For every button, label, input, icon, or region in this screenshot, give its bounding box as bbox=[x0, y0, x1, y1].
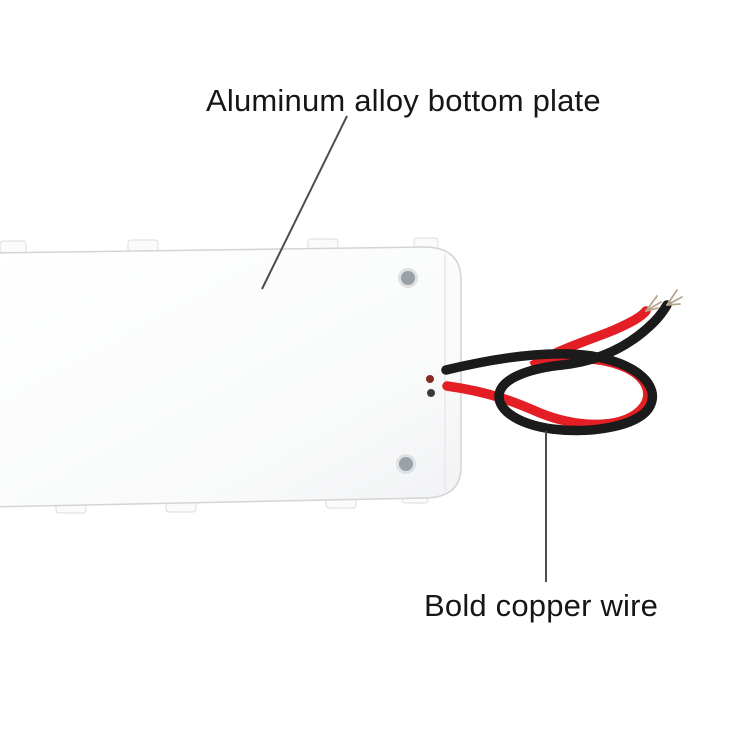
wire-label: Bold copper wire bbox=[424, 588, 659, 623]
wire-solder-points bbox=[426, 375, 435, 397]
bottom-plate bbox=[0, 246, 462, 508]
screw-hole-bottom bbox=[396, 454, 416, 474]
copper-strands bbox=[645, 289, 683, 312]
screw-hole-top bbox=[398, 268, 418, 288]
plate-label: Aluminum alloy bottom plate bbox=[206, 83, 601, 118]
black-wire bbox=[441, 300, 672, 436]
leader-line-plate bbox=[261, 115, 348, 290]
